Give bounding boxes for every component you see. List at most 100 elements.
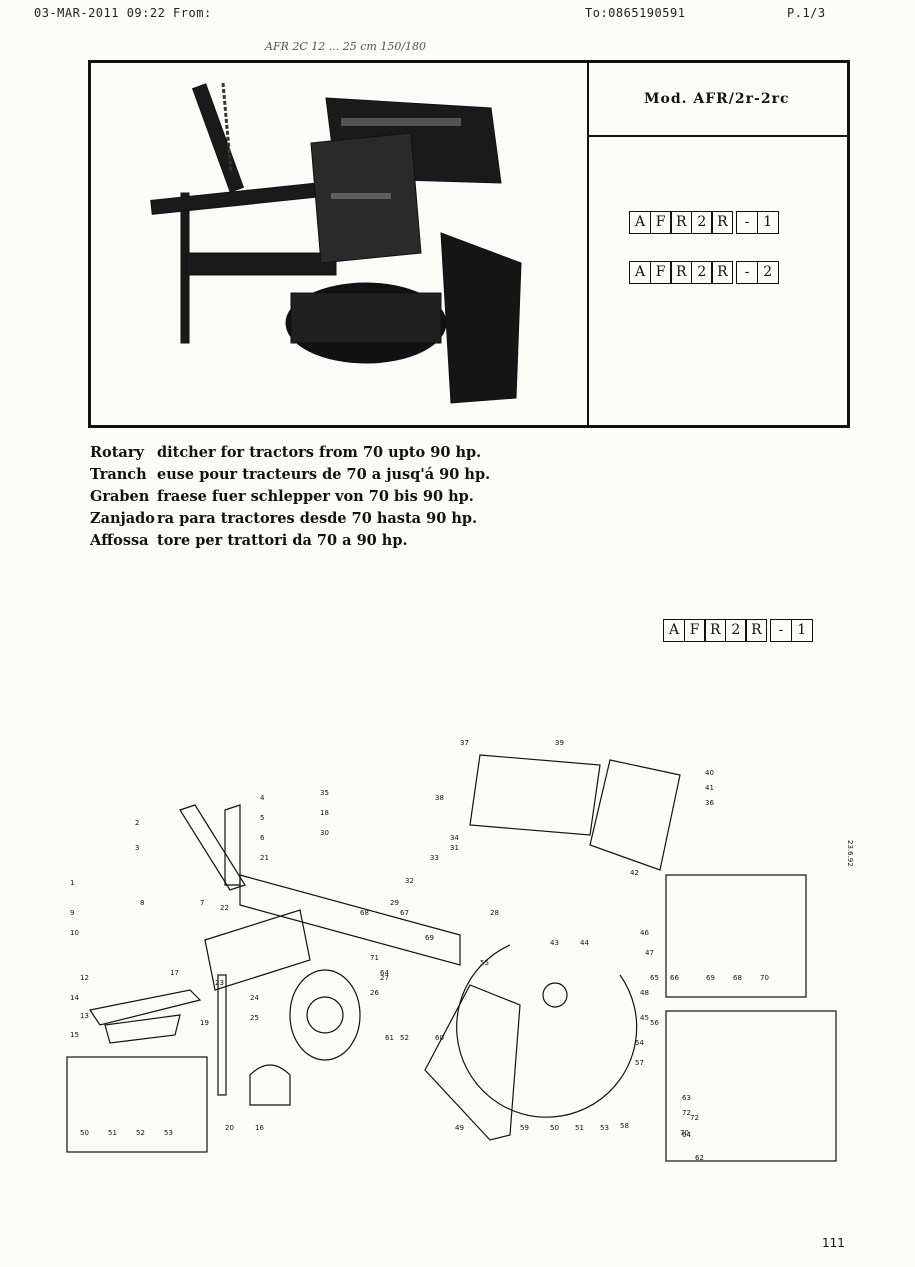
machine-photo <box>150 82 522 404</box>
part-number-label: 34 <box>450 834 459 842</box>
page-number: 111 <box>822 1236 845 1250</box>
inset-rotor-label: 68 <box>733 974 742 982</box>
part-number-label: 50 <box>550 1124 559 1132</box>
part-number-label: 21 <box>260 854 269 862</box>
code-cell: - <box>736 211 759 234</box>
inset-plate-label: 72 <box>682 1109 691 1117</box>
part-number-label: 7 <box>200 899 204 907</box>
part-number-label: 41 <box>705 784 714 792</box>
part-number-label: 62 <box>695 1154 704 1162</box>
part-number-label: 24 <box>250 994 259 1002</box>
part-number-label: 13 <box>80 1012 89 1020</box>
part-number-label: 64 <box>380 969 389 977</box>
part-number-label: 37 <box>460 739 469 747</box>
part-number-label: 31 <box>450 844 459 852</box>
code-cell: F <box>683 619 706 642</box>
part-number-label: 16 <box>255 1124 264 1132</box>
part-number-label: 33 <box>430 854 439 862</box>
part-number-label: 51 <box>575 1124 584 1132</box>
part-number-label: 15 <box>70 1031 79 1039</box>
inset-rotor-label: 69 <box>706 974 715 982</box>
model-code-2: A F R 2 R - 2 <box>629 261 779 284</box>
code-cell: 2 <box>690 261 713 284</box>
inset-knife-label: 52 <box>136 1129 145 1137</box>
inset-knife-label: 50 <box>80 1129 89 1137</box>
part-number-label: 60 <box>435 1034 444 1042</box>
part-number-label: 49 <box>455 1124 464 1132</box>
part-number-label: 36 <box>705 799 714 807</box>
part-number-label: 47 <box>645 949 654 957</box>
part-number-label: 71 <box>370 954 379 962</box>
part-number-label: 35 <box>320 789 329 797</box>
part-number-label: 38 <box>435 794 444 802</box>
part-number-label: 54 <box>635 1039 644 1047</box>
part-number-label: 61 <box>385 1034 394 1042</box>
model-label: Mod. AFR/2r-2rc <box>644 91 790 107</box>
part-number-label: 4 <box>260 794 265 802</box>
part-number-label: 25 <box>250 1014 259 1022</box>
part-number-label: 10 <box>70 929 79 937</box>
part-number-label: 69 <box>425 934 434 942</box>
code-cell: R <box>704 619 727 642</box>
code-cell: 1 <box>790 619 813 642</box>
part-number-label: 44 <box>580 939 589 947</box>
inset-plate-label: 64 <box>682 1131 691 1139</box>
part-number-label: 58 <box>620 1122 629 1130</box>
fax-header-page: P.1/3 <box>787 6 826 20</box>
part-number-label: 43 <box>550 939 559 947</box>
code-cell: 1 <box>756 211 779 234</box>
model-code-1: A F R 2 R - 1 <box>629 211 779 234</box>
inset-knife-label: 53 <box>164 1129 173 1137</box>
part-number-label: 32 <box>405 877 414 885</box>
header-frame: Mod. AFR/2r-2rc A F R 2 R - 1 A F R 2 R … <box>88 60 850 428</box>
code-cell: A <box>663 619 685 642</box>
part-number-label: 30 <box>320 829 329 837</box>
part-number-label: 9 <box>70 909 74 917</box>
part-number-label: 66 <box>670 974 679 982</box>
part-number-label: 1 <box>70 879 74 887</box>
part-number-label: 57 <box>635 1059 644 1067</box>
part-number-label: 72 <box>690 1114 699 1122</box>
part-number-label: 68 <box>360 909 369 917</box>
part-number-label: 52 <box>400 1034 409 1042</box>
part-number-label: 6 <box>260 834 265 842</box>
part-number-label: 70 <box>680 1129 689 1137</box>
part-number-label: 56 <box>650 1019 659 1027</box>
code-cell: R <box>711 211 734 234</box>
machine-photo-panel <box>91 63 589 425</box>
part-number-label: 19 <box>200 1019 209 1027</box>
part-number-label: 8 <box>140 899 144 907</box>
code-cell: A <box>629 261 651 284</box>
part-number-label: 12 <box>80 974 89 982</box>
part-number-label: 59 <box>520 1124 529 1132</box>
part-number-label: 29 <box>390 899 399 907</box>
part-number-label: 5 <box>260 814 264 822</box>
part-number-label: 40 <box>705 769 714 777</box>
part-number-label: 65 <box>650 974 659 982</box>
part-number-label: 55 <box>480 959 489 967</box>
part-number-label: 28 <box>490 909 499 917</box>
part-number-label: 67 <box>400 909 409 917</box>
exploded-parts-diagram: 50 51 52 53 69 68 70 63 72 64 23.6.92 12… <box>66 739 854 1165</box>
part-number-label: 46 <box>640 929 649 937</box>
fax-header-sender: 03-MAR-2011 09:22 From: <box>34 6 212 20</box>
part-number-label: 3 <box>135 844 139 852</box>
code-cell: - <box>736 261 759 284</box>
part-number-label: 48 <box>640 989 649 997</box>
part-number-label: 26 <box>370 989 379 997</box>
inset-rotor-label: 70 <box>760 974 769 982</box>
part-number-label: 63 <box>695 1164 704 1165</box>
part-number-label: 39 <box>555 739 564 747</box>
code-cell: 2 <box>756 261 779 284</box>
part-number-label: 17 <box>170 969 179 977</box>
code-cell: 2 <box>690 211 713 234</box>
code-cell: R <box>711 261 734 284</box>
model-panel: Mod. AFR/2r-2rc <box>589 63 847 137</box>
part-number-label: 53 <box>600 1124 609 1132</box>
part-number-label: 14 <box>70 994 79 1002</box>
code-cell: R <box>745 619 768 642</box>
